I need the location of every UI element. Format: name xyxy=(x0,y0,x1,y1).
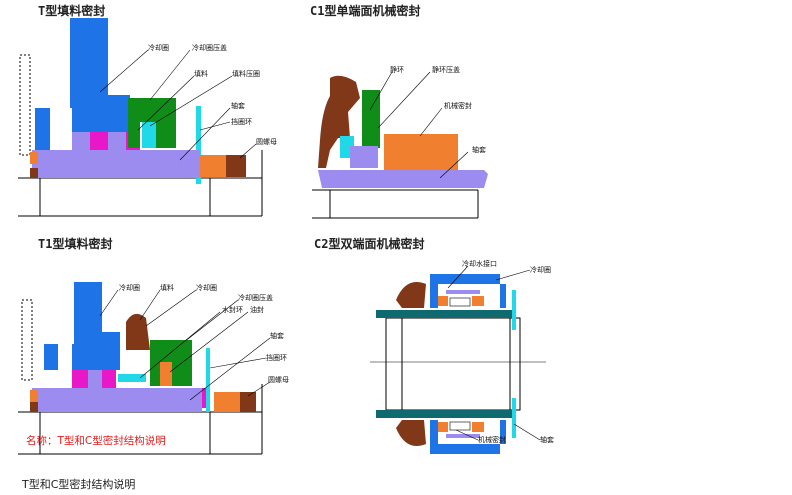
pump-housing-bottom xyxy=(396,420,426,446)
footer-caption: T型和C型密封结构说明 xyxy=(22,478,136,491)
cooling-ring-top xyxy=(430,284,438,308)
cooling-ring xyxy=(35,18,130,150)
label-cooling-gland: 冷却圈压盖 xyxy=(238,293,273,302)
packing-ring xyxy=(108,132,126,150)
label-sleeve: 轴套 xyxy=(540,435,554,444)
stop-ring xyxy=(206,348,210,412)
stop-ring xyxy=(512,398,516,438)
packing-ring xyxy=(72,370,88,388)
packing-ring xyxy=(102,370,116,388)
panel-c2-title: C2型双端面机械密封 xyxy=(314,236,424,251)
round-nut xyxy=(214,392,240,412)
shaft-sleeve xyxy=(318,170,488,188)
seal-ring xyxy=(30,402,38,412)
label-stop-ring: 挡圈环 xyxy=(266,353,287,362)
panel-t1-packing-seal: T1型填料密封 冷却圈 填料 冷却圈 xyxy=(18,236,289,455)
packing-ring xyxy=(72,132,90,150)
shaft-sleeve xyxy=(32,388,202,412)
shaft xyxy=(385,317,521,411)
label-static-ring: 静环 xyxy=(390,65,404,74)
spring xyxy=(449,421,471,431)
panel-c1-title: C1型单端面机械密封 xyxy=(310,3,420,18)
label-mechanical-seal: 机械密封 xyxy=(444,101,472,110)
cooling-ring-bottom xyxy=(430,420,438,444)
static-ring-gland xyxy=(362,90,380,148)
stop-ring-pin xyxy=(202,388,206,408)
lantern-ring xyxy=(142,122,156,148)
water-seal-ring xyxy=(118,374,146,382)
panel-c2-double-mechanical-seal: C2型双端面机械密封 冷却水接口 冷却圈 机械 xyxy=(314,236,554,454)
cooling-ring-top xyxy=(430,274,500,284)
round-nut xyxy=(226,155,246,177)
panel-t-title: T型填料密封 xyxy=(38,3,105,18)
label-packing: 填料 xyxy=(160,283,174,292)
seal-face xyxy=(472,296,484,306)
label-oil-seal: 油封 xyxy=(250,305,264,314)
oil-seal xyxy=(160,362,172,386)
label-packing: 填料 xyxy=(194,69,208,78)
label-cooling-water-port: 冷却水接口 xyxy=(462,259,497,268)
packing-ring xyxy=(88,370,102,388)
gland xyxy=(128,98,176,148)
shaft-sleeve-bottom xyxy=(376,410,516,418)
pump-housing xyxy=(318,75,360,168)
label-cooling-ring: 冷却圈 xyxy=(148,43,169,52)
gland xyxy=(150,340,192,386)
stop-ring xyxy=(512,290,516,330)
label-cooling-ring: 冷却圈 xyxy=(119,283,140,292)
housing-outline xyxy=(21,299,33,381)
stop-ring xyxy=(196,106,201,184)
packing-ring xyxy=(90,132,108,150)
label-round-nut: 圆螺母 xyxy=(256,137,277,146)
seal-ring xyxy=(30,152,38,164)
panel-t-packing-seal: T型填料密封 冷却圈 冷却圈压盖 填料 填料压圈 xyxy=(18,3,277,217)
round-nut xyxy=(240,392,256,412)
spring xyxy=(449,297,471,307)
panel-c1-single-mechanical-seal: C1型单端面机械密封 静环 静环压盖 机械密封 轴套 xyxy=(310,3,488,219)
seal-ring xyxy=(30,168,38,178)
label-cooling-ring-2: 冷却圈 xyxy=(196,283,217,292)
cooling-ring xyxy=(44,282,120,370)
cooling-ring-bottom xyxy=(430,444,500,454)
housing-outline xyxy=(19,54,31,156)
round-nut xyxy=(200,155,226,177)
label-round-nut: 圆螺母 xyxy=(268,375,289,384)
cooling-ring-bottom xyxy=(500,420,506,444)
seal-face xyxy=(472,422,484,432)
panel-t1-title: T1型填料密封 xyxy=(38,236,112,251)
shaft-sleeve-top xyxy=(376,310,516,318)
cooling-ring-top xyxy=(500,284,506,308)
label-cooling-ring: 冷却圈 xyxy=(530,265,551,274)
label-packing-gland-ring: 填料压圈 xyxy=(232,69,260,78)
seal-ring xyxy=(446,434,480,438)
label-stop-ring: 挡圈环 xyxy=(231,117,252,126)
seal-face xyxy=(438,422,448,432)
diagram-caption: 名称：T型和C型密封结构说明 xyxy=(26,434,166,447)
label-sleeve: 轴套 xyxy=(231,101,245,110)
seal-ring xyxy=(446,290,480,294)
label-cooling-gland: 冷却圈压盖 xyxy=(192,43,227,52)
seal-face xyxy=(438,296,448,306)
label-mechanical-seal: 机械密封 xyxy=(478,435,506,444)
label-sleeve: 轴套 xyxy=(270,331,284,340)
pump-housing-top xyxy=(396,282,426,308)
label-static-ring-gland: 静环压盖 xyxy=(432,65,460,74)
label-sleeve: 轴套 xyxy=(472,145,486,154)
packing xyxy=(126,313,150,350)
mechanical-seal xyxy=(384,134,458,172)
label-water-seal-ring: 水封环 xyxy=(222,305,243,314)
shaft-sleeve xyxy=(32,150,200,178)
static-ring-body xyxy=(350,146,378,168)
seal-ring xyxy=(30,390,38,402)
